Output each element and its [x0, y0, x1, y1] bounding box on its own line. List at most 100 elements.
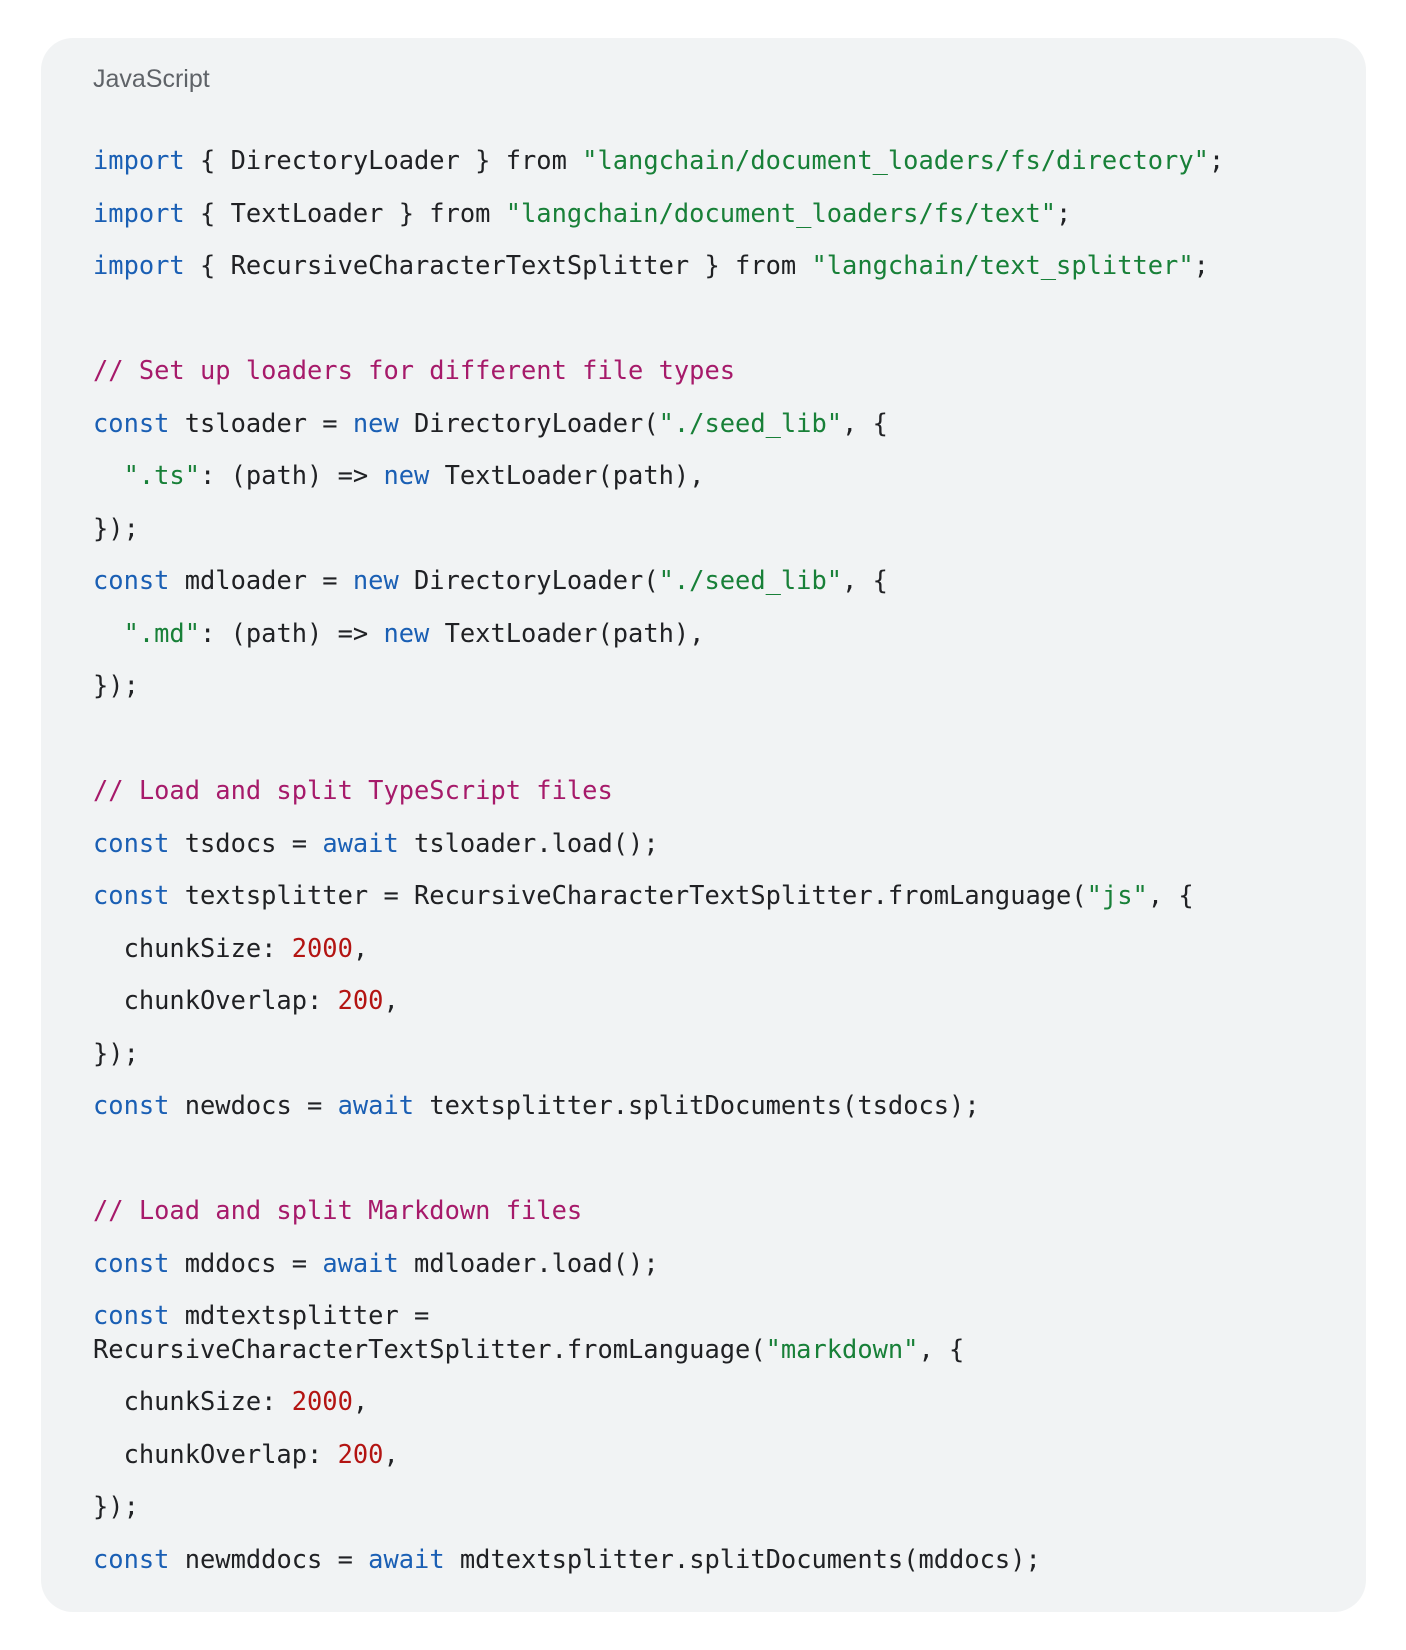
code-token-kw: const: [93, 1543, 170, 1574]
code-token-plain: });: [93, 1491, 139, 1521]
code-line: });: [93, 1035, 1333, 1088]
code-line: const textsplitter = RecursiveCharacterT…: [93, 877, 1333, 930]
code-token-plain: TextLoader(path),: [429, 617, 705, 648]
code-token-str: ".ts": [123, 460, 201, 490]
code-token-num: 2000: [291, 932, 353, 963]
code-token-com: // Load and split TypeScript files: [93, 775, 613, 805]
code-token-kw: const: [93, 1247, 170, 1278]
code-token-plain: newmddocs =: [169, 1543, 369, 1574]
code-token-str: "./seed_lib": [658, 407, 843, 438]
code-token-kw: const: [93, 565, 170, 595]
code-token-plain: ;: [1208, 145, 1225, 175]
code-token-plain: : (path) =>: [200, 617, 384, 648]
code-token-plain: ,: [352, 932, 369, 963]
code-token-plain: mdtextsplitter =: [169, 1300, 430, 1330]
code-token-kw: await: [337, 1090, 415, 1120]
code-token-plain: [93, 460, 124, 490]
code-token-kw: await: [322, 827, 399, 858]
code-token-plain: { DirectoryLoader } from: [184, 145, 583, 175]
code-token-plain: : (path) =>: [200, 460, 384, 490]
code-line: import { RecursiveCharacterTextSplitter …: [93, 247, 1333, 300]
code-token-plain: mddocs =: [169, 1247, 323, 1278]
code-token-kw: const: [93, 407, 170, 438]
code-token-plain: textsplitter = RecursiveCharacterTextSpl…: [169, 880, 1087, 910]
code-token-kw: await: [368, 1543, 445, 1574]
code-token-num: 2000: [291, 1386, 353, 1416]
code-token-plain: });: [93, 512, 139, 543]
code-line: [93, 720, 1333, 773]
code-line: ".ts": (path) => new TextLoader(path),: [93, 457, 1333, 510]
code-token-plain: ;: [1193, 250, 1209, 280]
code-line: chunkSize: 2000,: [93, 1383, 1333, 1436]
code-token-str: "langchain/document_loaders/fs/text": [505, 197, 1057, 228]
code-token-plain: tsloader =: [169, 407, 353, 438]
code-token-plain: mdloader =: [169, 565, 353, 595]
code-line: chunkOverlap: 200,: [93, 1436, 1333, 1489]
code-line: });: [93, 1488, 1333, 1541]
code-token-kw: const: [93, 827, 170, 858]
code-line: // Set up loaders for different file typ…: [93, 352, 1333, 405]
code-token-kw: import: [93, 145, 185, 175]
code-token-plain: });: [93, 1037, 139, 1068]
code-token-com: // Load and split Markdown files: [93, 1195, 583, 1225]
code-token-num: 200: [337, 1438, 384, 1469]
code-token-plain: mdtextsplitter.splitDocuments(mddocs);: [444, 1543, 1041, 1574]
code-token-plain: , {: [842, 407, 888, 438]
code-token-num: 200: [337, 985, 384, 1015]
code-token-plain: chunkOverlap:: [93, 985, 338, 1015]
code-token-kw: const: [93, 1090, 170, 1120]
code-line: const mddocs = await mdloader.load();: [93, 1245, 1333, 1298]
code-token-str: ".md": [123, 617, 201, 648]
code-token-kw: await: [322, 1247, 399, 1278]
code-line: ".md": (path) => new TextLoader(path),: [93, 615, 1333, 668]
code-line: // Load and split TypeScript files: [93, 772, 1333, 825]
code-token-plain: ,: [352, 1386, 369, 1416]
code-token-plain: mdloader.load();: [398, 1247, 659, 1278]
code-token-plain: DirectoryLoader(: [398, 565, 659, 595]
code-token-plain: tsdocs =: [169, 827, 323, 858]
code-token-str: "js": [1086, 880, 1148, 910]
code-content[interactable]: import { DirectoryLoader } from "langcha…: [93, 142, 1333, 1593]
code-token-str: "langchain/document_loaders/fs/directory…: [582, 145, 1209, 175]
code-token-plain: [93, 618, 124, 648]
code-token-kw: const: [93, 880, 170, 910]
code-line: const newmddocs = await mdtextsplitter.s…: [93, 1541, 1333, 1594]
code-line: const mdtextsplitter =: [93, 1297, 1333, 1331]
code-token-plain: , {: [918, 1334, 965, 1364]
code-line: const newdocs = await textsplitter.split…: [93, 1087, 1333, 1140]
code-token-str: "markdown": [765, 1334, 919, 1364]
code-line: [93, 300, 1333, 353]
code-token-plain: chunkOverlap:: [93, 1438, 338, 1469]
code-token-kw: import: [93, 197, 185, 228]
code-token-plain: { TextLoader } from: [184, 197, 506, 228]
code-line: // Load and split Markdown files: [93, 1192, 1333, 1245]
code-line: RecursiveCharacterTextSplitter.fromLangu…: [93, 1331, 1333, 1383]
code-token-plain: , {: [842, 565, 888, 595]
code-token-kw: const: [93, 1300, 170, 1330]
code-token-plain: newdocs =: [169, 1090, 338, 1120]
code-token-kw: new: [383, 617, 430, 648]
code-token-kw: new: [352, 565, 399, 595]
code-token-plain: chunkSize:: [93, 1386, 292, 1416]
code-line: chunkOverlap: 200,: [93, 982, 1333, 1035]
code-token-plain: { RecursiveCharacterTextSplitter } from: [184, 250, 812, 280]
code-line: const tsdocs = await tsloader.load();: [93, 825, 1333, 878]
code-token-plain: ,: [383, 985, 399, 1015]
code-token-com: // Set up loaders for different file typ…: [93, 355, 736, 385]
code-token-plain: ,: [383, 1438, 399, 1469]
code-token-kw: new: [352, 407, 399, 438]
code-line: const tsloader = new DirectoryLoader("./…: [93, 405, 1333, 458]
code-token-plain: });: [93, 670, 139, 700]
code-token-str: "./seed_lib": [658, 565, 843, 595]
code-token-plain: tsloader.load();: [398, 827, 659, 858]
code-block-card: JavaScript import { DirectoryLoader } fr…: [41, 38, 1366, 1612]
code-line: [93, 1140, 1333, 1193]
code-token-plain: RecursiveCharacterTextSplitter.fromLangu…: [93, 1334, 766, 1364]
code-token-kw: new: [383, 460, 430, 490]
code-line: chunkSize: 2000,: [93, 930, 1333, 983]
code-line: import { DirectoryLoader } from "langcha…: [93, 142, 1333, 195]
code-token-plain: DirectoryLoader(: [398, 407, 659, 438]
code-token-plain: TextLoader(path),: [429, 460, 705, 490]
code-line: const mdloader = new DirectoryLoader("./…: [93, 562, 1333, 615]
code-token-plain: chunkSize:: [93, 932, 292, 963]
